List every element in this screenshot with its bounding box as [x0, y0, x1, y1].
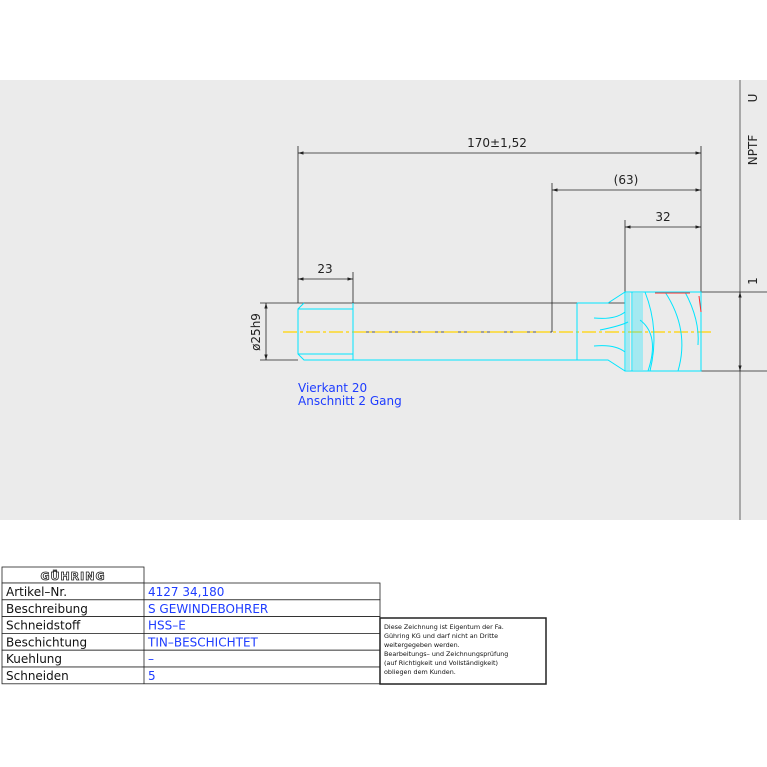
drawing-background [0, 80, 767, 520]
title-block-label: Artikel–Nr. [6, 585, 67, 599]
thread-diameter-dimension [701, 291, 767, 372]
square-length-text: 23 [317, 262, 332, 276]
flute-length-text: 32 [655, 210, 670, 224]
shank-diameter-text: ø25h9 [249, 313, 263, 351]
disclaimer-line-4: Bearbeitungs– und Zeichnungsprüfung [384, 650, 508, 658]
thread-type-label: NPTF [746, 135, 760, 166]
title-block-label: Schneiden [6, 669, 69, 683]
title-block-value: – [148, 652, 154, 666]
title-block-value: S GEWINDEBOHRER [148, 602, 268, 616]
index-label: 1 [746, 277, 760, 285]
thread-length-text: (63) [614, 173, 639, 187]
title-block-value: TIN–BESCHICHTET [147, 635, 259, 649]
disclaimer-line-6: obliegen dem Kunden. [384, 668, 456, 676]
title-block-value: 5 [148, 669, 156, 683]
cutting-edge-accent [655, 292, 702, 313]
disclaimer-line-3: weitergegeben werden. [384, 641, 460, 649]
square-note: Vierkant 20 [298, 381, 367, 395]
disclaimer-line-1: Diese Zeichnung ist Eigentum der Fa. [384, 623, 504, 631]
shank-diameter-dimension: ø25h9 [249, 302, 298, 361]
chamfer-note: Anschnitt 2 Gang [298, 394, 402, 408]
title-block-label: Kuehlung [6, 652, 62, 666]
flute-length-dimension: 32 [624, 210, 701, 292]
thread-hatching [626, 293, 643, 370]
square-length-dimension: 23 [298, 262, 354, 303]
disclaimer-box [379, 617, 547, 685]
title-block-label: Schneidstoff [6, 619, 81, 633]
unit-label: U [746, 94, 760, 103]
thread-length-dimension: (63) [551, 173, 701, 332]
title-block-label: Beschreibung [6, 602, 88, 616]
title-block-value: HSS–E [148, 619, 186, 633]
title-block-value: 4127 34,180 [148, 585, 224, 599]
title-block-label: Beschichtung [6, 635, 87, 649]
guehring-logo: GÜHRING [41, 569, 106, 583]
disclaimer-line-5: (auf Richtigkeit und Vollständigkeit) [384, 659, 498, 667]
overall-length-dimension: 170±1,52 [297, 136, 702, 303]
tap-outline [297, 291, 702, 372]
disclaimer-line-2: Gühring KG und darf nicht an Dritte [384, 632, 498, 640]
title-block: GÜHRING Artikel–Nr. 4127 34,180Beschreibu… [1, 566, 547, 685]
overall-length-text: 170±1,52 [467, 136, 527, 150]
